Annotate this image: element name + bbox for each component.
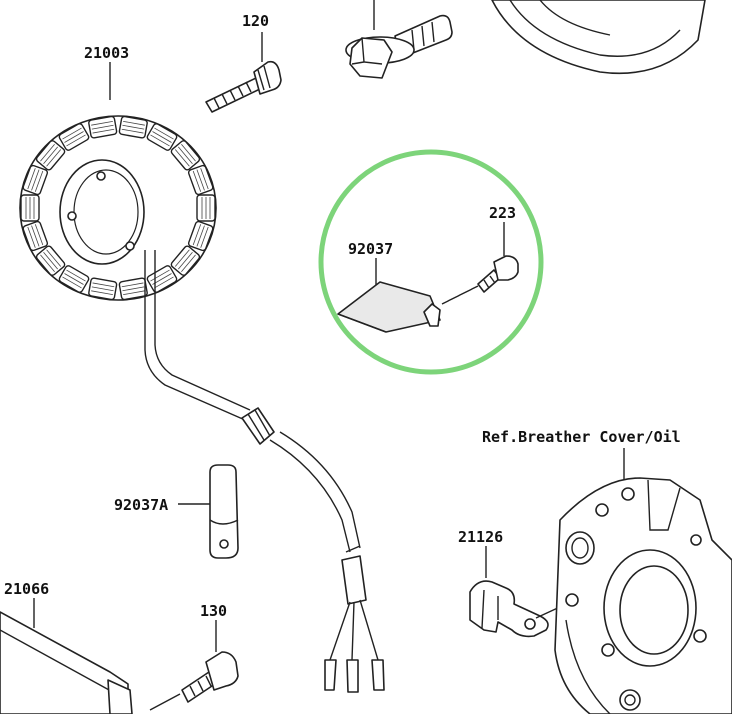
label-120: 120 bbox=[242, 12, 269, 30]
stator-winding-line bbox=[46, 249, 62, 267]
stator-winding-line bbox=[196, 225, 205, 247]
stator-winding-line bbox=[123, 290, 145, 296]
clip-21126 bbox=[469, 546, 563, 638]
label-21066: 21066 bbox=[4, 580, 49, 598]
stator-winding-line bbox=[62, 127, 82, 140]
stator-winding-line bbox=[122, 124, 145, 130]
stator-winding-line bbox=[123, 120, 145, 126]
stator-winding-line bbox=[64, 131, 84, 143]
stator-winding-line bbox=[40, 144, 55, 162]
stator-winding-line bbox=[200, 226, 209, 248]
stator-winding-line bbox=[91, 286, 114, 292]
stator-winding-line bbox=[122, 286, 145, 292]
stator-winding-line bbox=[178, 146, 193, 164]
stator-winding-line bbox=[31, 169, 40, 191]
stator-winding-line bbox=[121, 282, 144, 288]
stator-winding-line bbox=[192, 170, 202, 192]
label-21126: 21126 bbox=[458, 528, 503, 546]
rotor-part bbox=[491, 0, 706, 75]
stator-winding-line bbox=[178, 252, 193, 270]
breather-cover bbox=[554, 448, 732, 714]
stator-winding-line bbox=[150, 269, 170, 282]
label-130: 130 bbox=[200, 602, 227, 620]
label-92037a: 92037A bbox=[114, 496, 168, 514]
strip-21066 bbox=[0, 598, 133, 714]
stator-winding-line bbox=[43, 252, 58, 270]
stator-winding-line bbox=[92, 128, 115, 134]
stator-winding-line bbox=[154, 127, 174, 140]
bolt-130 bbox=[149, 620, 239, 711]
clamp-92037a bbox=[178, 464, 239, 559]
highlight-circle bbox=[318, 149, 544, 375]
bolt-120 bbox=[205, 32, 282, 113]
plate-92037 bbox=[337, 258, 479, 333]
stator-winding-line bbox=[154, 276, 174, 289]
label-ref-breather-cover: Ref.Breather Cover/Oil bbox=[482, 428, 681, 446]
stator-winding-line bbox=[66, 134, 86, 147]
label-21003: 21003 bbox=[84, 44, 129, 62]
stator-winding-line bbox=[62, 276, 82, 289]
stator-winding-line bbox=[91, 124, 114, 130]
stator-winding-line bbox=[91, 290, 113, 296]
stator-winding-line bbox=[43, 146, 58, 164]
stator-winding-line bbox=[121, 128, 144, 134]
stator-winding-line bbox=[92, 282, 115, 288]
flange-bolt-top bbox=[345, 0, 453, 79]
screw-223 bbox=[477, 222, 519, 293]
stator-winding-line bbox=[34, 170, 44, 192]
stator-winding-line bbox=[150, 134, 170, 147]
stator-winding-line bbox=[34, 224, 44, 246]
stator-winding-line bbox=[181, 254, 196, 272]
stator-winding-line bbox=[152, 131, 172, 143]
stator-winding-line bbox=[27, 168, 36, 190]
stator-winding-line bbox=[196, 169, 205, 191]
stator-winding-line bbox=[174, 149, 190, 167]
stator-winding-line bbox=[192, 224, 202, 246]
stator-winding-line bbox=[27, 226, 36, 248]
stator-winding-line bbox=[174, 249, 190, 267]
stator-winding-line bbox=[181, 144, 196, 162]
stator-winding-line bbox=[31, 225, 40, 247]
stator-winding-line bbox=[64, 273, 84, 285]
stator-winding-line bbox=[66, 269, 86, 282]
stator-winding-line bbox=[91, 120, 113, 126]
stator-coil-21003 bbox=[19, 62, 217, 301]
stator-winding-line bbox=[46, 149, 62, 167]
stator-winding-line bbox=[40, 254, 55, 272]
label-92037: 92037 bbox=[348, 240, 393, 258]
label-223: 223 bbox=[489, 204, 516, 222]
stator-winding-line bbox=[200, 168, 209, 190]
wire-harness bbox=[144, 250, 385, 693]
